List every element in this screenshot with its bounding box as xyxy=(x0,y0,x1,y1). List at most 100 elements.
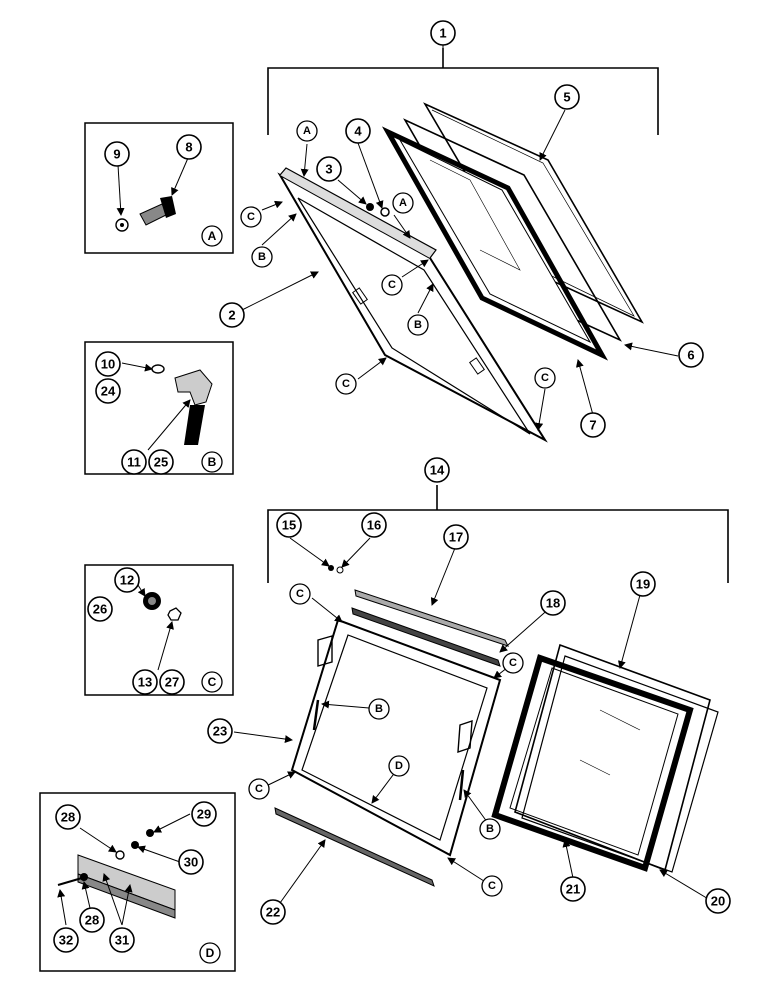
svg-text:30: 30 xyxy=(184,855,198,870)
letter-b-4: B xyxy=(479,818,501,840)
svg-text:C: C xyxy=(488,880,496,892)
letter-b-1: B xyxy=(251,246,273,268)
callout-24: 24 xyxy=(95,378,121,404)
svg-text:B: B xyxy=(375,703,383,715)
svg-text:B: B xyxy=(208,455,217,469)
svg-text:6: 6 xyxy=(687,348,694,363)
svg-text:3: 3 xyxy=(325,162,332,177)
callout-7: 7 xyxy=(580,412,606,438)
callout-22: 22 xyxy=(260,899,286,925)
svg-text:C: C xyxy=(388,279,396,291)
callout-12: 12 xyxy=(114,567,140,593)
svg-text:26: 26 xyxy=(93,602,107,617)
callout-17: 17 xyxy=(443,524,469,550)
svg-text:A: A xyxy=(303,125,311,137)
svg-text:C: C xyxy=(541,372,549,384)
callout-6: 6 xyxy=(678,342,704,368)
svg-text:21: 21 xyxy=(566,882,580,897)
svg-text:20: 20 xyxy=(711,894,725,909)
letter-b-2: B xyxy=(407,314,429,336)
callout-28: 28 xyxy=(55,804,81,830)
svg-text:C: C xyxy=(255,783,263,795)
callout-20: 20 xyxy=(705,888,731,914)
svg-text:17: 17 xyxy=(449,530,463,545)
callout-27: 27 xyxy=(159,669,185,695)
window-frame-2 xyxy=(277,167,548,443)
svg-text:13: 13 xyxy=(138,675,152,690)
svg-text:10: 10 xyxy=(101,357,115,372)
svg-text:7: 7 xyxy=(589,418,596,433)
bracket-1 xyxy=(267,67,659,135)
letter-c-8: C xyxy=(481,875,503,897)
callout-1: 1 xyxy=(430,20,456,46)
svg-text:9: 9 xyxy=(113,147,120,162)
inset-tag-b: B xyxy=(201,451,223,473)
svg-text:8: 8 xyxy=(185,140,192,155)
svg-text:C: C xyxy=(509,657,517,669)
callout-4: 4 xyxy=(345,118,371,144)
svg-text:32: 32 xyxy=(59,933,73,948)
callout-30: 30 xyxy=(178,849,204,875)
bottom-window-assembly xyxy=(233,485,729,904)
svg-text:11: 11 xyxy=(127,455,141,470)
svg-text:1: 1 xyxy=(439,26,446,41)
svg-text:C: C xyxy=(247,211,255,223)
letter-c-4: C xyxy=(534,367,556,389)
svg-text:12: 12 xyxy=(120,573,134,588)
inset-d xyxy=(39,792,236,972)
top-window-assembly xyxy=(239,45,679,443)
svg-text:B: B xyxy=(414,319,422,331)
svg-text:18: 18 xyxy=(546,596,560,611)
callout-15: 15 xyxy=(276,512,302,538)
inset-b xyxy=(84,341,234,475)
callout-29: 29 xyxy=(191,801,217,827)
svg-text:C: C xyxy=(342,378,350,390)
callout-14: 14 xyxy=(424,457,450,483)
svg-text:16: 16 xyxy=(367,518,381,533)
svg-text:19: 19 xyxy=(636,577,650,592)
svg-text:15: 15 xyxy=(282,518,296,533)
inset-a xyxy=(84,122,234,254)
svg-text:D: D xyxy=(206,946,215,960)
svg-text:31: 31 xyxy=(115,933,129,948)
svg-text:14: 14 xyxy=(430,463,445,478)
inset-tag-c: C xyxy=(201,671,223,693)
callout-2: 2 xyxy=(219,302,245,328)
seal-7 xyxy=(381,126,609,361)
callout-8: 8 xyxy=(176,134,202,160)
callout-5: 5 xyxy=(554,84,580,110)
inset-c xyxy=(84,564,234,696)
svg-text:27: 27 xyxy=(165,675,179,690)
callout-25: 25 xyxy=(148,449,174,475)
letter-c-1: C xyxy=(240,206,262,228)
svg-text:B: B xyxy=(486,823,494,835)
letter-c-5: C xyxy=(289,583,311,605)
svg-text:4: 4 xyxy=(354,124,362,139)
callout-31: 31 xyxy=(109,927,135,953)
callout-11: 11 xyxy=(121,449,147,475)
callout-26: 26 xyxy=(87,596,113,622)
callout-32: 32 xyxy=(53,927,79,953)
svg-text:2: 2 xyxy=(228,308,235,323)
svg-text:23: 23 xyxy=(213,724,227,739)
svg-text:A: A xyxy=(399,197,407,209)
svg-text:5: 5 xyxy=(563,90,570,105)
svg-text:C: C xyxy=(208,675,217,689)
callout-21: 21 xyxy=(560,876,586,902)
bracket-14 xyxy=(267,509,729,583)
svg-text:24: 24 xyxy=(101,384,116,399)
callout-13: 13 xyxy=(132,669,158,695)
letter-a-1: A xyxy=(296,120,318,142)
callout-3: 3 xyxy=(316,156,342,182)
letter-a-2: A xyxy=(392,192,414,214)
letter-c-7: C xyxy=(248,778,270,800)
inset-tag-d: D xyxy=(199,942,221,964)
letter-b-3: B xyxy=(368,698,390,720)
callout-16: 16 xyxy=(361,512,387,538)
svg-text:22: 22 xyxy=(266,905,280,920)
svg-text:29: 29 xyxy=(197,807,211,822)
callout-19: 19 xyxy=(630,571,656,597)
callout-18: 18 xyxy=(540,590,566,616)
